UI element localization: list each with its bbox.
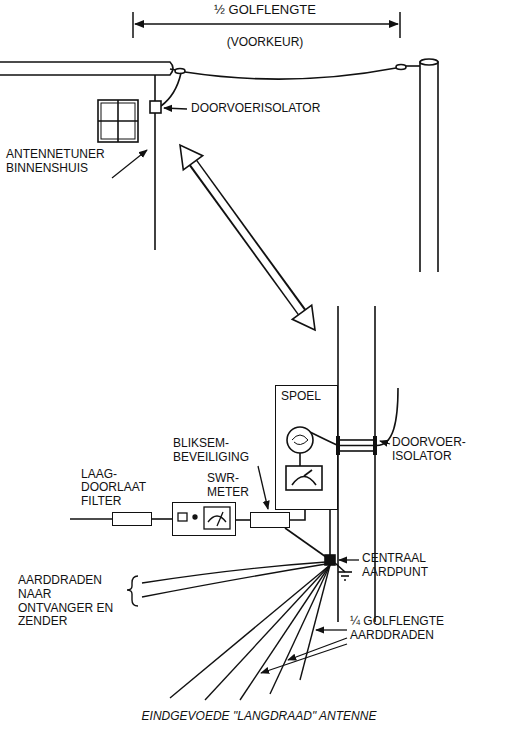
ground-wire [300, 565, 330, 680]
cable [152, 518, 172, 520]
lightning-arrester-box: BLIKSEM- BEVEILIGING [250, 512, 290, 528]
tuner-parts [299, 453, 301, 466]
zoom-arrow [180, 145, 315, 330]
feedthrough-insulator [310, 432, 338, 446]
earth-point [325, 555, 359, 580]
box-heading: SWR- METER [207, 472, 249, 500]
leader-line [112, 150, 147, 178]
dimension-line [399, 12, 401, 38]
meter-details [208, 516, 226, 522]
leader-line [288, 638, 347, 660]
part-label: ¼ GOLFLENGTE AARDDRADEN [350, 615, 450, 643]
antenna-wire [406, 65, 420, 67]
earth-point [344, 579, 346, 581]
part-label: ANTENNETUNER BINNENSHUIS [6, 148, 105, 176]
ground-wire [205, 565, 330, 700]
earth-point [335, 563, 345, 572]
leader-line [316, 629, 347, 630]
ground-wire [127, 562, 330, 700]
dimension-line [135, 23, 398, 25]
cable [290, 510, 305, 520]
zoom-arrow [190, 158, 305, 317]
box-label: SPOEL [276, 387, 326, 407]
house [98, 100, 138, 142]
feedthrough-insulator [338, 440, 375, 451]
tuner-parts [292, 435, 308, 445]
swr-meter-box: SWR- METER [172, 502, 236, 536]
ground-wire [240, 565, 330, 700]
cable [236, 519, 250, 521]
mast [420, 59, 438, 65]
earth-point [325, 555, 335, 565]
box-heading: LAAG- DOORLAAT FILTER [81, 468, 146, 509]
coax-cable [70, 510, 330, 557]
part-label: AARDDRADEN NAAR ONTVANGER EN ZENDER [18, 574, 124, 629]
tuner-parts [286, 427, 322, 490]
antenna-wire [175, 69, 185, 74]
feedthrough-insulator [338, 445, 376, 447]
coax-cable [285, 528, 326, 557]
antenna-wire [185, 68, 396, 79]
dimension-line [132, 12, 134, 38]
antenna-wire [150, 101, 161, 113]
leader-line [258, 466, 268, 509]
meter-details [178, 513, 187, 521]
part-label: DOORVOER- ISOLATOR [392, 436, 466, 464]
antenna-tuner-box: SPOEL [275, 385, 338, 510]
leader-line [164, 108, 187, 109]
ground-wire [127, 576, 138, 606]
tuner-parts [286, 466, 322, 490]
caption: EINDGEVOEDE "LANGDRAAD" ANTENNE [0, 710, 518, 724]
part-label: CENTRAAL AARDPUNT [362, 552, 428, 580]
antenna-wire [396, 65, 406, 70]
ground-wire [170, 565, 330, 698]
tuner-parts [304, 470, 312, 476]
zoom-arrow [292, 305, 315, 330]
dimension-note: (VOORKEUR) [205, 36, 325, 50]
coax-cable [70, 518, 112, 520]
part-label: DOORVOERISOLATOR [191, 102, 320, 116]
meter-details [204, 507, 230, 529]
earth-point [338, 571, 352, 573]
meter-details [193, 515, 197, 519]
earth-point [341, 575, 349, 577]
leader-line [112, 108, 187, 178]
earth-point [339, 559, 359, 560]
mast [420, 59, 438, 272]
leader-line [261, 644, 347, 673]
house [0, 62, 173, 75]
feedthrough-insulator [310, 388, 398, 455]
box-heading: BLIKSEM- BEVEILIGING [173, 437, 249, 465]
mast [420, 62, 438, 272]
lowpass-filter-box: LAAG- DOORLAAT FILTER [112, 512, 152, 526]
leader-line [380, 441, 390, 444]
house [0, 62, 173, 250]
meter-details [178, 507, 230, 529]
tuner-parts [287, 427, 313, 453]
meter-details [217, 512, 223, 526]
zoom-arrow [180, 145, 203, 170]
antenna-wire [161, 73, 181, 106]
house [98, 120, 138, 122]
coax-cable [329, 510, 331, 556]
tuner-parts [292, 477, 316, 486]
dimension-text: ½ GOLFLENGTE [205, 3, 325, 18]
